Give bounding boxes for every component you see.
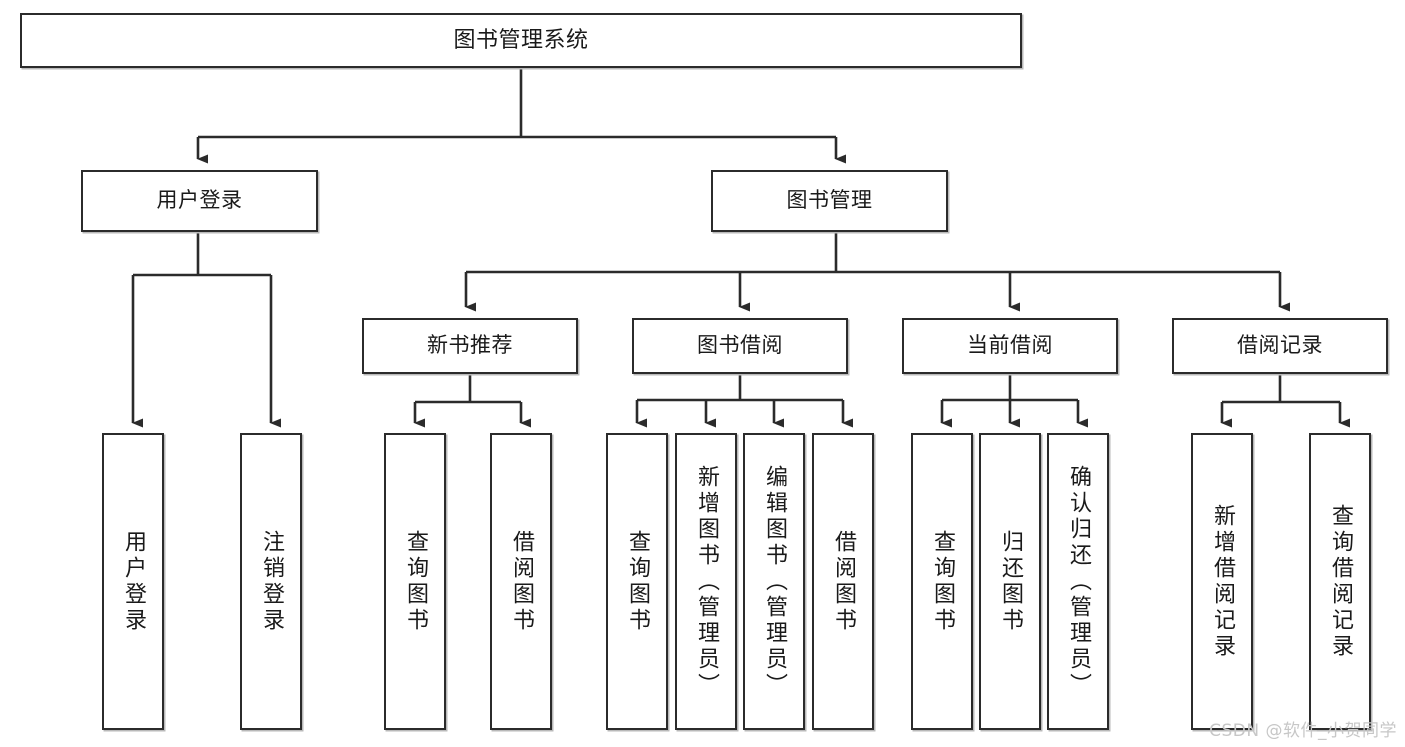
node-borrow-record[interactable]: 借阅记录 (1172, 318, 1388, 374)
node-leaf-borrow-book-1-label: 借阅图书 (509, 529, 534, 634)
node-leaf-borrow-book-1[interactable]: 借阅图书 (490, 433, 552, 730)
node-book-borrow[interactable]: 图书借阅 (632, 318, 848, 374)
node-book-borrow-label: 图书借阅 (697, 333, 783, 358)
node-leaf-return-book[interactable]: 归还图书 (979, 433, 1041, 730)
node-leaf-edit-book[interactable]: 编辑图书（管理员） (743, 433, 805, 730)
node-leaf-query-book-1[interactable]: 查询图书 (384, 433, 446, 730)
node-leaf-user-login-label: 用户登录 (121, 529, 146, 634)
node-leaf-borrow-book-2[interactable]: 借阅图书 (812, 433, 874, 730)
node-leaf-add-record[interactable]: 新增借阅记录 (1191, 433, 1253, 730)
node-leaf-query-book-2[interactable]: 查询图书 (606, 433, 668, 730)
node-new-book-recommend[interactable]: 新书推荐 (362, 318, 578, 374)
node-root-label: 图书管理系统 (453, 27, 589, 53)
csdn-watermark: CSDN @软件_小贺同学 (1209, 721, 1397, 741)
node-borrow-record-label: 借阅记录 (1237, 333, 1323, 358)
node-leaf-query-record-label: 查询借阅记录 (1328, 503, 1353, 660)
node-leaf-logout-login[interactable]: 注销登录 (240, 433, 302, 730)
node-current-borrow[interactable]: 当前借阅 (902, 318, 1118, 374)
node-leaf-add-book-label: 新增图书（管理员） (694, 464, 719, 699)
node-user-login-label: 用户登录 (156, 188, 243, 213)
node-root[interactable]: 图书管理系统 (20, 13, 1022, 68)
node-leaf-query-book-1-label: 查询图书 (403, 529, 428, 634)
node-current-borrow-label: 当前借阅 (967, 333, 1053, 358)
node-leaf-logout-login-label: 注销登录 (259, 529, 284, 634)
node-leaf-borrow-book-2-label: 借阅图书 (831, 529, 856, 634)
node-leaf-query-book-2-label: 查询图书 (625, 529, 650, 634)
node-leaf-add-book[interactable]: 新增图书（管理员） (675, 433, 737, 730)
node-leaf-confirm-return-label: 确认归还（管理员） (1066, 464, 1091, 699)
node-book-manage-label: 图书管理 (786, 188, 873, 213)
node-leaf-edit-book-label: 编辑图书（管理员） (762, 464, 787, 699)
node-leaf-query-record[interactable]: 查询借阅记录 (1309, 433, 1371, 730)
node-leaf-user-login[interactable]: 用户登录 (102, 433, 164, 730)
node-user-login[interactable]: 用户登录 (81, 170, 318, 232)
node-leaf-query-book-3-label: 查询图书 (930, 529, 955, 634)
node-leaf-return-book-label: 归还图书 (998, 529, 1023, 634)
node-leaf-confirm-return[interactable]: 确认归还（管理员） (1047, 433, 1109, 730)
node-new-book-recommend-label: 新书推荐 (427, 333, 513, 358)
node-leaf-query-book-3[interactable]: 查询图书 (911, 433, 973, 730)
node-leaf-add-record-label: 新增借阅记录 (1210, 503, 1235, 660)
node-book-manage[interactable]: 图书管理 (711, 170, 948, 232)
